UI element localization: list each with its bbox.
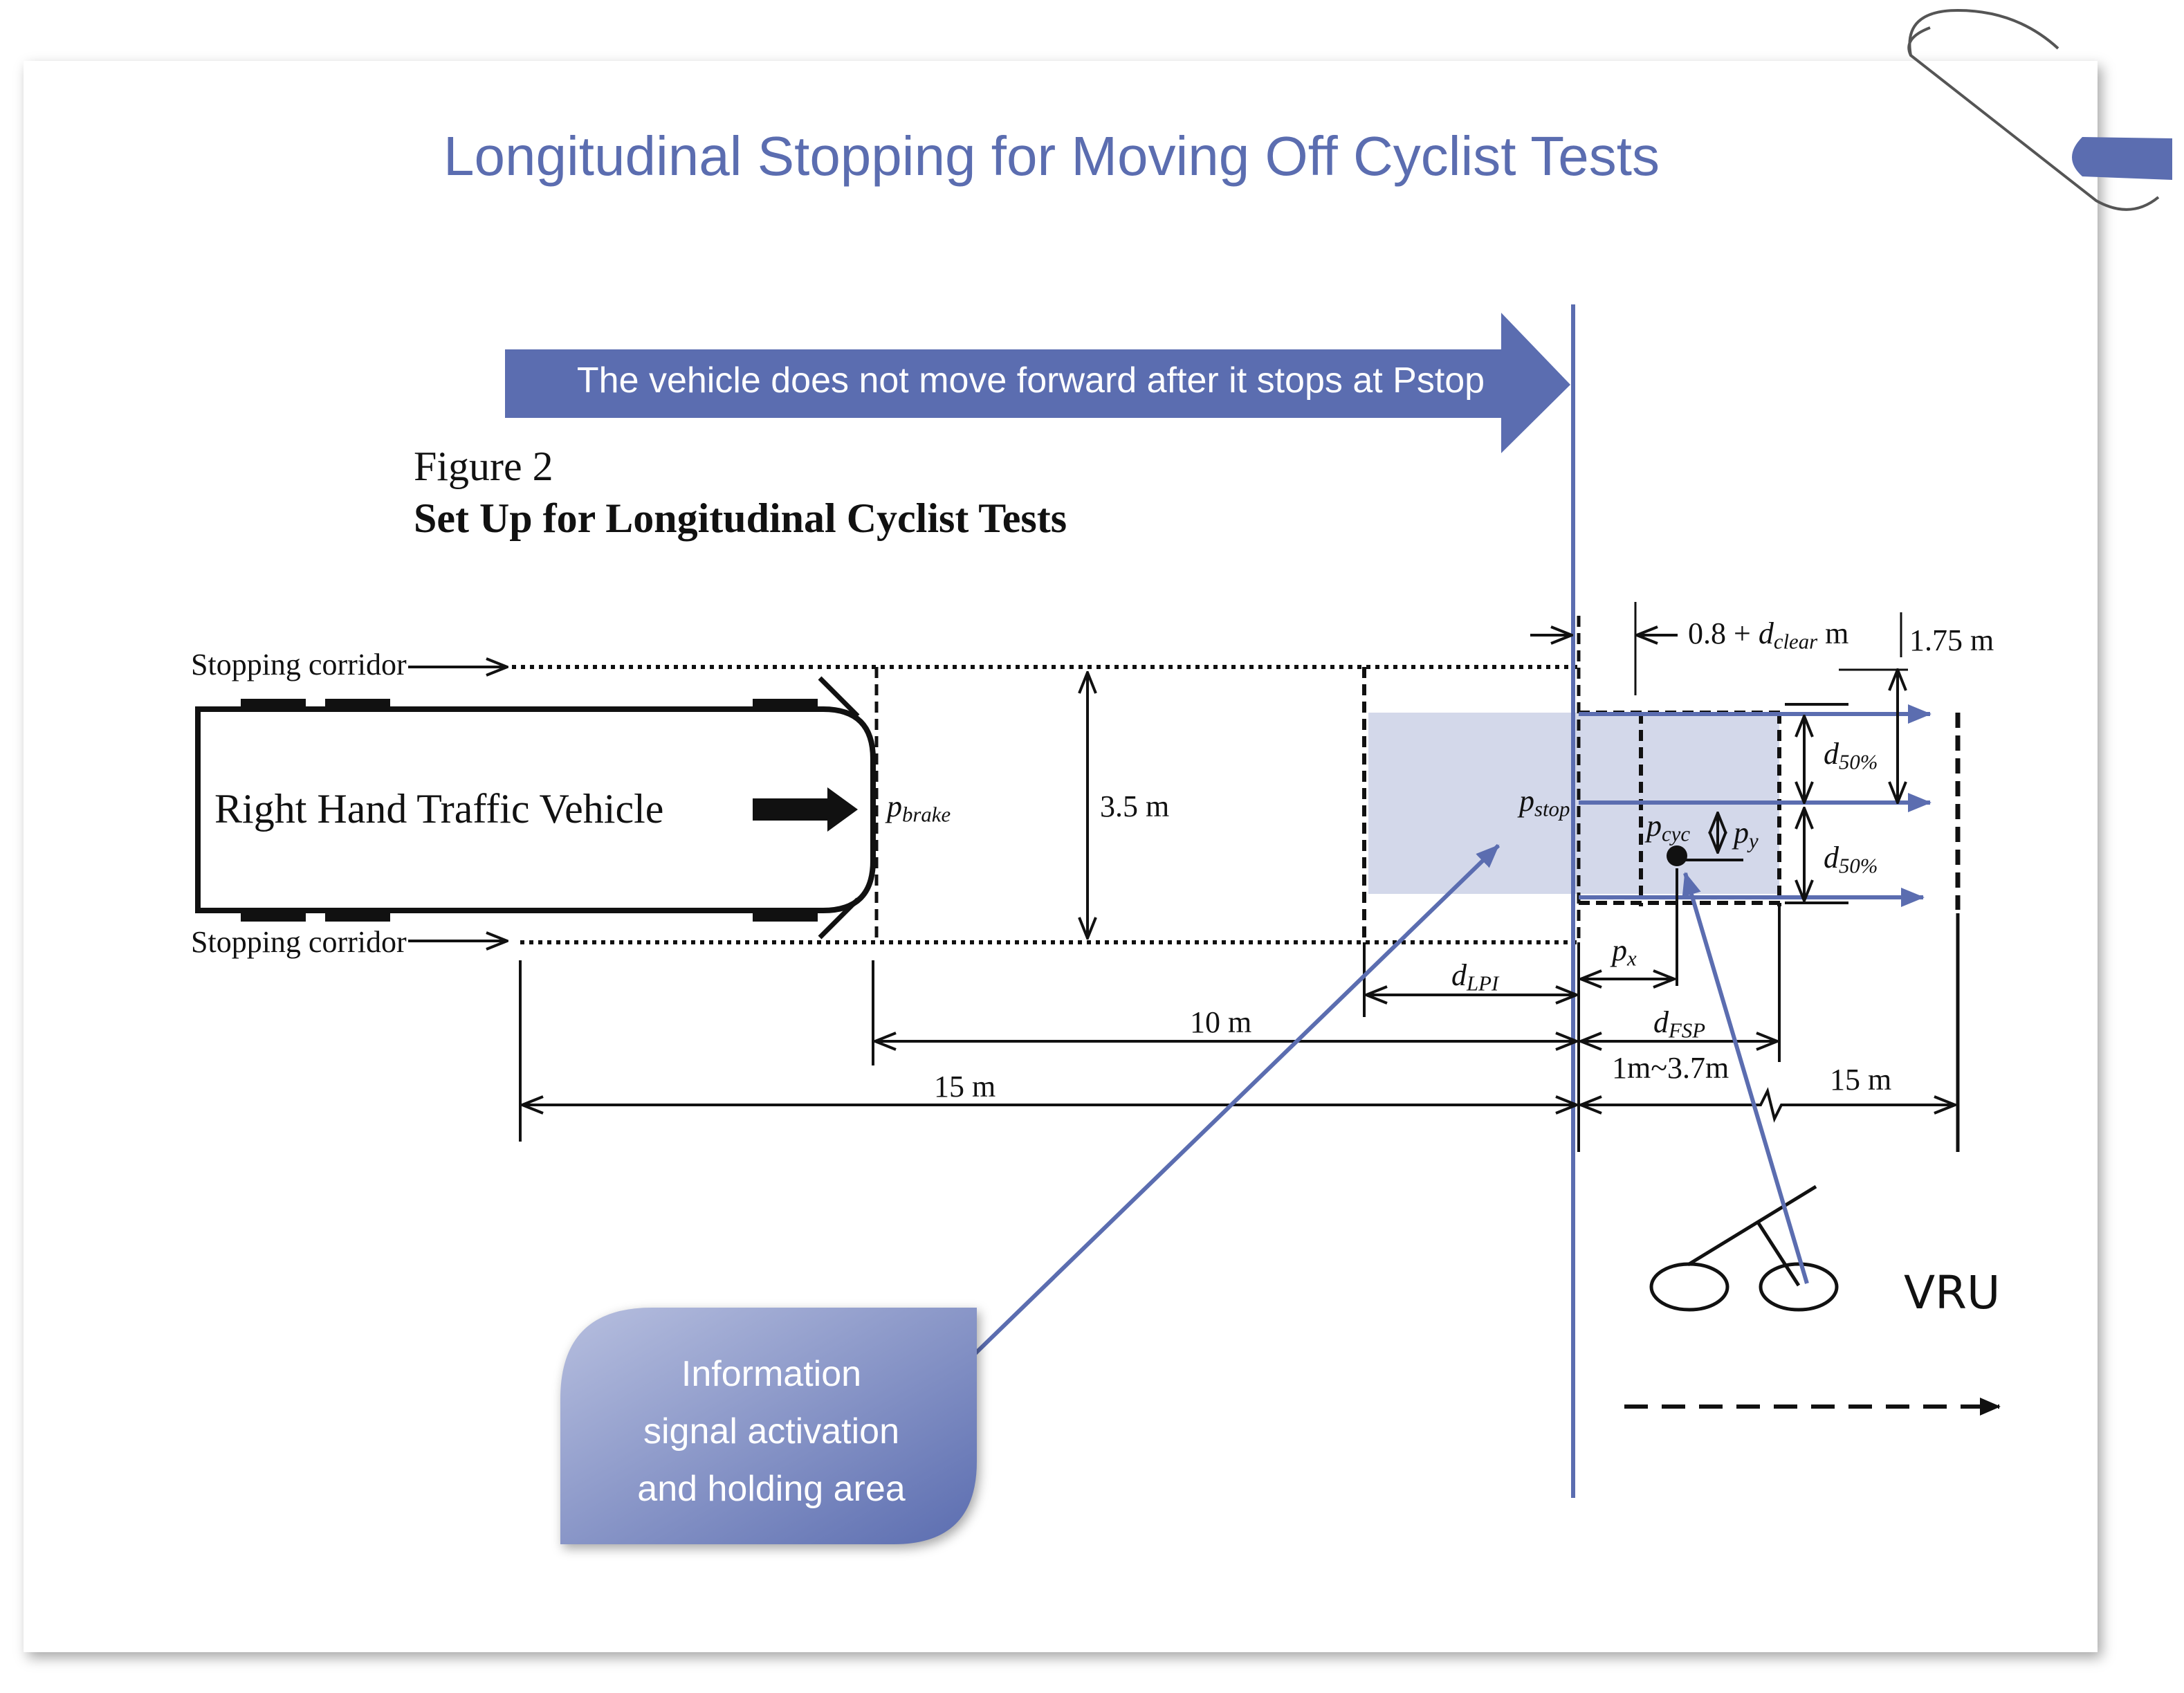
label-clear-distance: 0.8 + dclear m: [1688, 616, 1849, 654]
vehicle-direction-arrow: [753, 787, 858, 832]
dim-length-10: 10 m: [1190, 1005, 1252, 1039]
banner-arrow: [505, 313, 1570, 453]
dim-length-15-left: 15 m: [934, 1070, 996, 1104]
label-d50-bottom: d50%: [1824, 841, 1878, 878]
dim-lane-1-75: 1.75 m: [1909, 623, 1994, 657]
dim-length-15-right: 15 m: [1830, 1063, 1892, 1097]
callout-line-2: signal activation: [643, 1411, 899, 1452]
corridor-label-bottom: Stopping corridor: [191, 925, 407, 959]
callout-text: Information signal activation and holdin…: [567, 1346, 975, 1518]
label-d-fsp: dFSP: [1653, 1005, 1706, 1043]
label-d-lpi: dLPI: [1451, 958, 1499, 996]
label-p-brake: pbrake: [887, 789, 951, 827]
vehicle-label: Right Hand Traffic Vehicle: [214, 786, 664, 832]
slide-title: Longitudinal Stopping for Moving Off Cyc…: [443, 125, 1660, 187]
callout-box: [560, 1308, 977, 1544]
vehicle-body: [195, 706, 876, 913]
dim-fsp-range: 1m~3.7m: [1612, 1051, 1729, 1085]
label-p-x: px: [1612, 933, 1637, 971]
callout-line-1: Information: [681, 1354, 862, 1394]
label-d50-top: d50%: [1824, 737, 1878, 774]
label-p-cyc: pcyc: [1646, 809, 1691, 846]
label-p-stop: pstop: [1519, 784, 1570, 821]
bicycle-icon: [1649, 1184, 1839, 1312]
corridor-label-top: Stopping corridor: [191, 648, 407, 681]
figure-number: Figure 2: [414, 443, 553, 489]
cyclist-point: [1667, 845, 1687, 866]
dim-width-3-5: 3.5 m: [1100, 789, 1170, 823]
label-p-y: py: [1734, 816, 1759, 853]
figure-caption: Set Up for Longitudinal Cyclist Tests: [414, 495, 1067, 541]
callout-line-3: and holding area: [637, 1469, 906, 1509]
vru-label: VRU: [1904, 1266, 2001, 1319]
banner-text: The vehicle does not move forward after …: [576, 360, 1485, 401]
paperclip-icon: [1907, 8, 2172, 211]
